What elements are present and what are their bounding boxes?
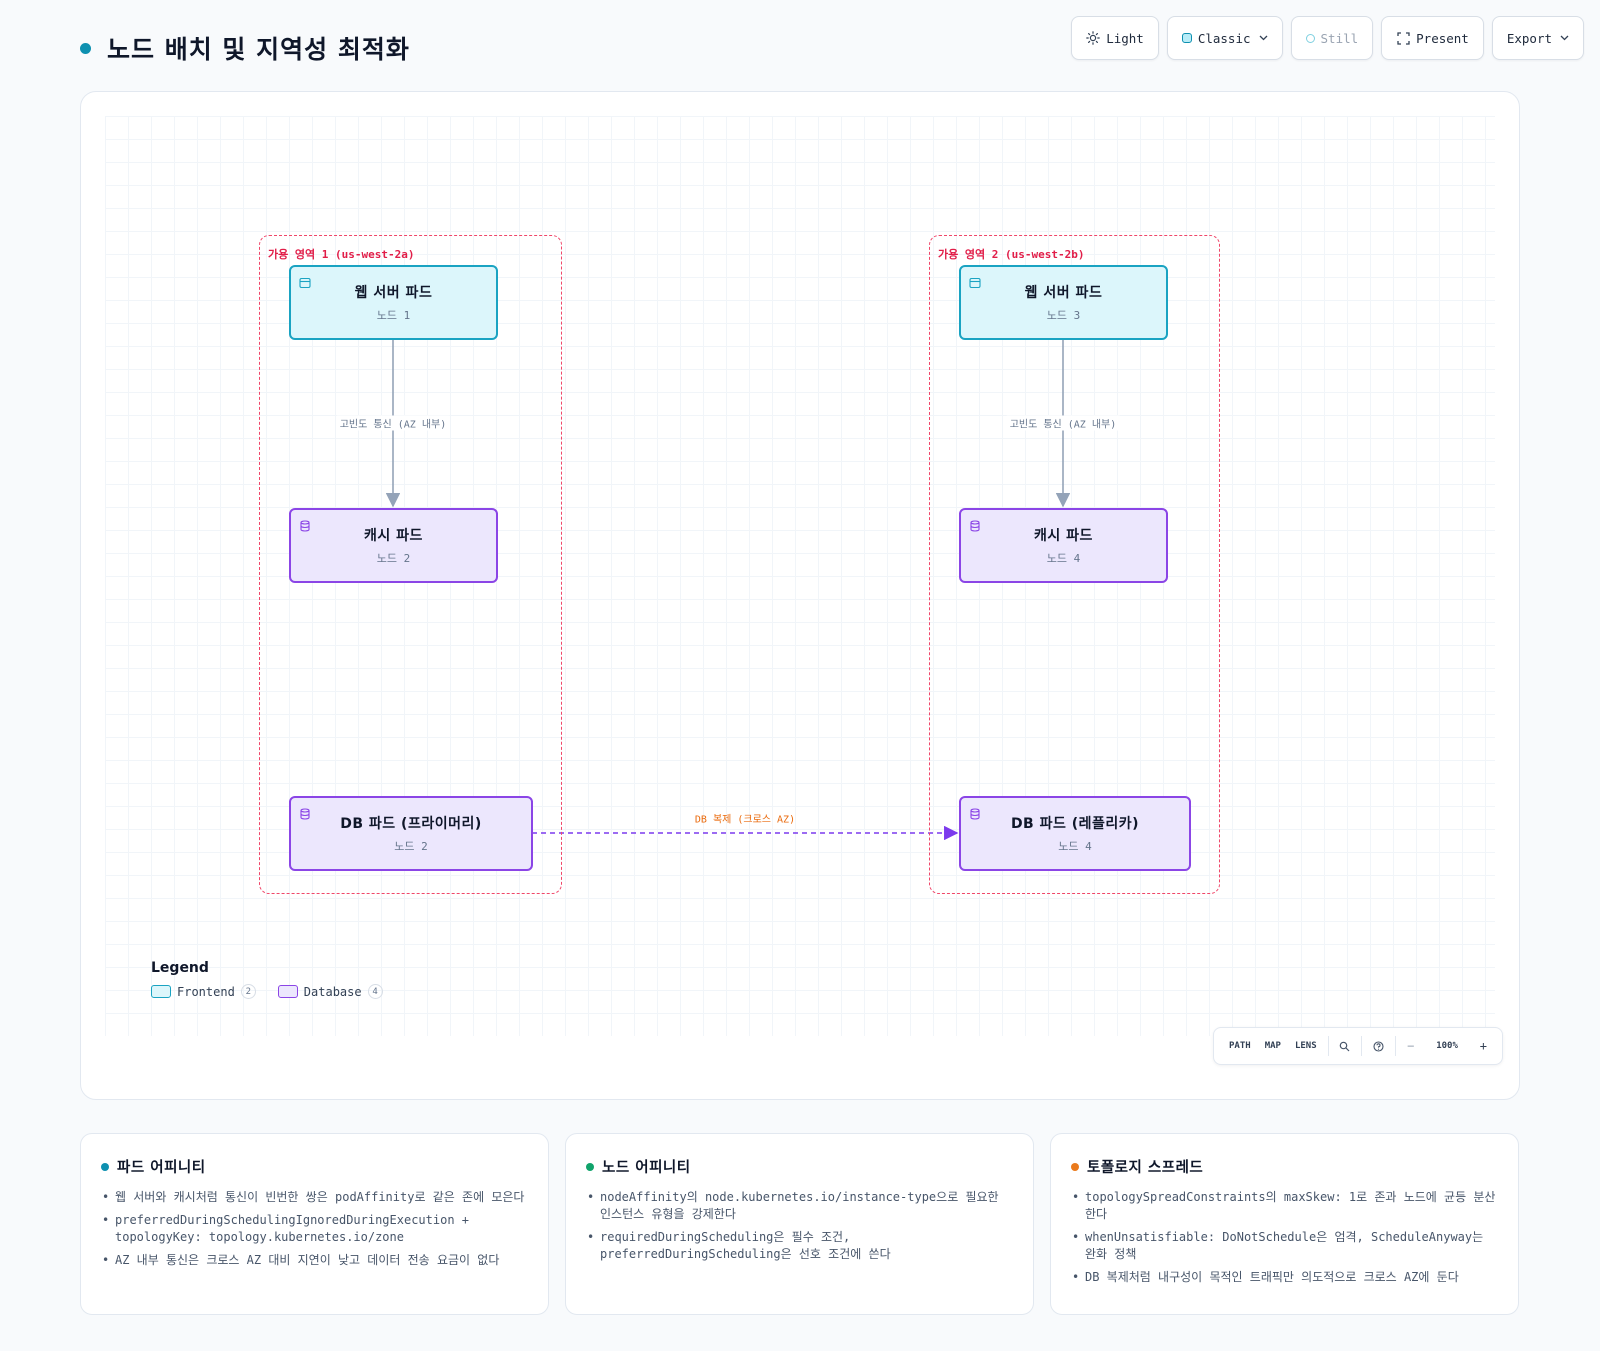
list-item: preferredDuringSchedulingIgnoredDuringEx… xyxy=(101,1212,528,1246)
motion-ring-icon xyxy=(1305,33,1315,43)
fullscreen-icon xyxy=(1396,31,1410,45)
legend-label: Database xyxy=(303,984,362,999)
node-title: 웹 서버 파드 xyxy=(1024,285,1103,301)
availability-zone-1: 가용 영역 1 (us-west-2a) xyxy=(259,235,562,894)
edge-label-web2-cache2: 고빈도 통신 (AZ 내부) xyxy=(1006,415,1120,431)
node-subtitle: 노드 4 xyxy=(1058,840,1092,853)
node-title: DB 파드 (프라이머리) xyxy=(340,816,482,832)
style-swatch-icon xyxy=(1181,33,1192,43)
list-item: nodeAffinity의 node.kubernetes.io/instanc… xyxy=(586,1189,1013,1223)
sun-icon xyxy=(1086,31,1100,45)
zoom-in-button[interactable]: + xyxy=(1479,1039,1487,1053)
database-icon xyxy=(299,517,311,532)
present-label: Present xyxy=(1416,30,1469,46)
list-item: AZ 내부 통신은 크로스 AZ 대비 지연이 낮고 데이터 전송 요금이 없다 xyxy=(101,1252,528,1269)
page-title: 노드 배치 및 지역성 최적화 xyxy=(107,35,410,64)
style-select-label: Classic xyxy=(1197,30,1251,46)
edge-label-web1-cache1: 고빈도 통신 (AZ 내부) xyxy=(336,415,450,431)
list-item: whenUnsatisfiable: DoNotSchedule은 엄격, Sc… xyxy=(1071,1229,1498,1263)
node-web-server-2[interactable]: 웹 서버 파드 노드 3 xyxy=(959,265,1168,340)
card-dot-icon xyxy=(101,1162,109,1171)
node-cache-2[interactable]: 캐시 파드 노드 4 xyxy=(959,508,1168,583)
edge-label-db-replication: DB 복제 (크로스 AZ) xyxy=(694,814,796,826)
theme-toggle-button[interactable]: Light xyxy=(1071,16,1159,60)
node-title: DB 파드 (레플리카) xyxy=(1010,816,1140,832)
card-title: 토폴로지 스프레드 xyxy=(1087,1160,1204,1176)
export-label: Export xyxy=(1506,30,1552,46)
toolbar: Light Classic Still Present Export xyxy=(1071,16,1584,60)
divider xyxy=(1327,1036,1329,1056)
card-dot-icon xyxy=(586,1162,594,1171)
node-web-server-1[interactable]: 웹 서버 파드 노드 1 xyxy=(289,265,498,340)
card-title: 파드 어피니티 xyxy=(117,1160,206,1176)
database-icon xyxy=(299,805,311,820)
card-topology-spread: 토폴로지 스프레드 topologySpreadConstraints의 max… xyxy=(1050,1133,1519,1315)
motion-toggle-label: Still xyxy=(1320,30,1359,46)
list-item: topologySpreadConstraints의 maxSkew: 1로 존… xyxy=(1071,1189,1498,1223)
style-select-button[interactable]: Classic xyxy=(1166,16,1283,60)
database-icon xyxy=(969,805,981,820)
theme-toggle-label: Light xyxy=(1106,30,1144,46)
zone-label: 가용 영역 2 (us-west-2b) xyxy=(938,248,1085,261)
export-button[interactable]: Export xyxy=(1491,16,1584,60)
legend: Legend Frontend 2 Database 4 xyxy=(151,960,383,999)
help-icon[interactable] xyxy=(1366,1040,1391,1052)
legend-swatch xyxy=(277,985,298,998)
legend-count: 2 xyxy=(240,984,256,999)
chevron-down-icon xyxy=(1560,33,1569,44)
window-icon xyxy=(969,274,981,289)
card-pod-affinity: 파드 어피니티 웹 서버와 캐시처럼 통신이 빈번한 쌍은 podAffinit… xyxy=(80,1133,549,1315)
card-dot-icon xyxy=(1071,1162,1079,1171)
card-title: 노드 어피니티 xyxy=(602,1160,691,1176)
window-icon xyxy=(299,274,311,289)
legend-label: Frontend xyxy=(177,984,235,999)
availability-zone-2: 가용 영역 2 (us-west-2b) xyxy=(929,235,1220,894)
database-icon xyxy=(969,517,981,532)
legend-title: Legend xyxy=(151,960,209,976)
zoom-controls: PATH MAP LENS − 100% + xyxy=(1213,1027,1503,1065)
node-title: 웹 서버 파드 xyxy=(354,285,433,301)
path-button[interactable]: PATH xyxy=(1229,1041,1251,1051)
info-cards: 파드 어피니티 웹 서버와 캐시처럼 통신이 빈번한 쌍은 podAffinit… xyxy=(80,1133,1519,1315)
zone-label: 가용 영역 1 (us-west-2a) xyxy=(268,248,415,261)
node-title: 캐시 파드 xyxy=(1034,528,1093,544)
present-button[interactable]: Present xyxy=(1381,16,1484,60)
map-button[interactable]: MAP xyxy=(1264,1041,1281,1051)
divider xyxy=(1395,1036,1397,1056)
diagram-canvas[interactable]: 가용 영역 1 (us-west-2a) 가용 영역 2 (us-west-2b… xyxy=(80,91,1520,1100)
page-header: 노드 배치 및 지역성 최적화 xyxy=(80,30,410,66)
list-item: requiredDuringScheduling은 필수 조건, preferr… xyxy=(586,1229,1013,1263)
divider xyxy=(1361,1036,1363,1056)
search-icon[interactable] xyxy=(1332,1041,1357,1052)
list-item: DB 복제처럼 내구성이 목적인 트래픽만 의도적으로 크로스 AZ에 둔다 xyxy=(1071,1269,1498,1286)
node-title: 캐시 파드 xyxy=(364,528,423,544)
zoom-out-button[interactable]: − xyxy=(1407,1039,1415,1053)
node-subtitle: 노드 3 xyxy=(1046,309,1081,322)
legend-count: 4 xyxy=(367,984,383,999)
node-subtitle: 노드 4 xyxy=(1046,552,1081,565)
motion-toggle-button[interactable]: Still xyxy=(1290,16,1374,60)
legend-swatch xyxy=(151,985,171,998)
zoom-level: 100% xyxy=(1436,1041,1458,1051)
node-cache-1[interactable]: 캐시 파드 노드 2 xyxy=(289,508,498,583)
node-subtitle: 노드 2 xyxy=(376,552,411,565)
card-node-affinity: 노드 어피니티 nodeAffinity의 node.kubernetes.io… xyxy=(565,1133,1034,1315)
lens-button[interactable]: LENS xyxy=(1294,1041,1317,1051)
node-subtitle: 노드 2 xyxy=(394,840,428,853)
legend-item-database[interactable]: Database 4 xyxy=(277,984,383,999)
list-item: 웹 서버와 캐시처럼 통신이 빈번한 쌍은 podAffinity로 같은 존에… xyxy=(101,1189,528,1206)
node-db-primary[interactable]: DB 파드 (프라이머리) 노드 2 xyxy=(289,796,533,871)
chevron-down-icon xyxy=(1259,33,1268,44)
node-subtitle: 노드 1 xyxy=(376,309,411,322)
node-db-replica[interactable]: DB 파드 (레플리카) 노드 4 xyxy=(959,796,1191,871)
legend-item-frontend[interactable]: Frontend 2 xyxy=(151,984,256,999)
title-bullet-icon xyxy=(80,42,91,54)
